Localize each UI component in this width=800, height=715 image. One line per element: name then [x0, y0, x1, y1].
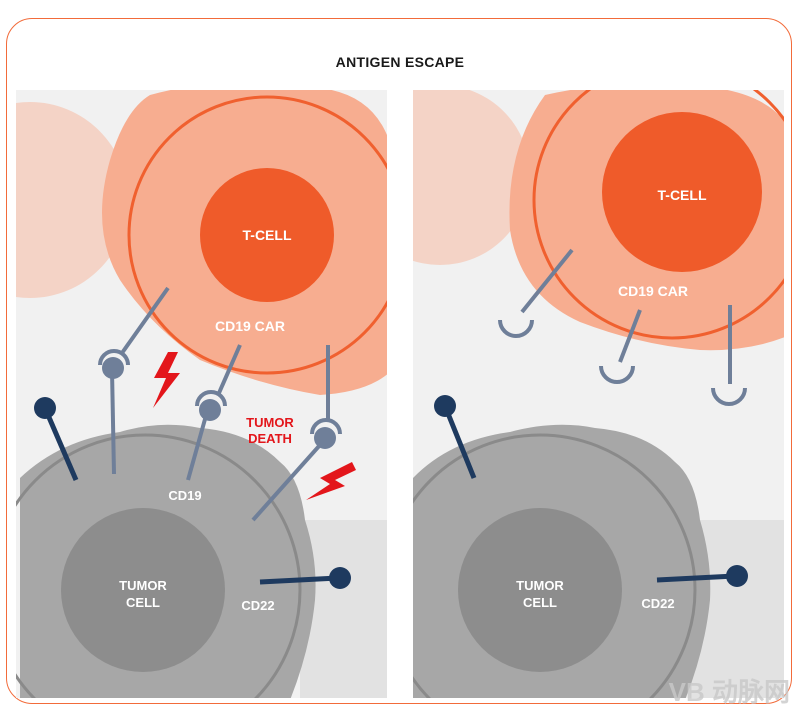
- car-cd19-binding-3: [251, 345, 342, 522]
- t-cell-label: T-CELL: [658, 187, 707, 203]
- figure-title: ANTIGEN ESCAPE: [335, 54, 465, 70]
- car-receptor-unbound: [599, 309, 642, 384]
- tumor-label-line1: TUMOR: [119, 578, 167, 593]
- t-cell-nucleus: [602, 112, 762, 272]
- lightning-icon: [306, 462, 356, 500]
- death-label-line2: DEATH: [248, 431, 292, 446]
- tumor-nucleus: [61, 508, 225, 672]
- tumor-nucleus: [458, 508, 622, 672]
- lightning-icon: [153, 352, 180, 408]
- tumor-label-line2: CELL: [126, 595, 160, 610]
- car-receptor-unbound: [498, 248, 574, 338]
- watermark-logo: VB 动脉网: [668, 677, 790, 707]
- t-cell-nucleus: [200, 168, 334, 302]
- background-cell: [413, 90, 530, 265]
- cd22-label-left: CD22: [241, 598, 274, 613]
- car-cd19-binding-2: [186, 344, 242, 481]
- tumor-label-line1: TUMOR: [516, 578, 564, 593]
- cd22-label-right: CD22: [641, 596, 674, 611]
- car-label: CD19 CAR: [215, 318, 285, 334]
- tumor-cell-ring: [16, 433, 302, 698]
- cd22-receptor: [34, 397, 79, 481]
- car-receptor-unbound: [711, 305, 747, 406]
- cd19-label: CD19: [168, 488, 201, 503]
- background-tumor-cell: [300, 520, 387, 698]
- t-cell-ring: [532, 90, 784, 340]
- t-cell-ring: [127, 95, 387, 375]
- cd22-receptor: [259, 567, 351, 589]
- left-panel: T-CELL CD19 CAR TUMOR CELL CD19 CD22: [16, 90, 387, 698]
- car-label: CD19 CAR: [618, 283, 688, 299]
- cd22-receptor: [434, 395, 477, 479]
- death-label-line1: TUMOR: [246, 415, 294, 430]
- t-cell-label: T-CELL: [243, 227, 292, 243]
- background-cell: [16, 102, 128, 298]
- cd22-receptor: [656, 565, 748, 587]
- tumor-label-line2: CELL: [523, 595, 557, 610]
- car-cd19-binding-1: [98, 286, 170, 475]
- tumor-cell-ring: [413, 433, 697, 698]
- right-panel: T-CELL CD19 CAR TUMOR CELL CD22: [413, 90, 784, 698]
